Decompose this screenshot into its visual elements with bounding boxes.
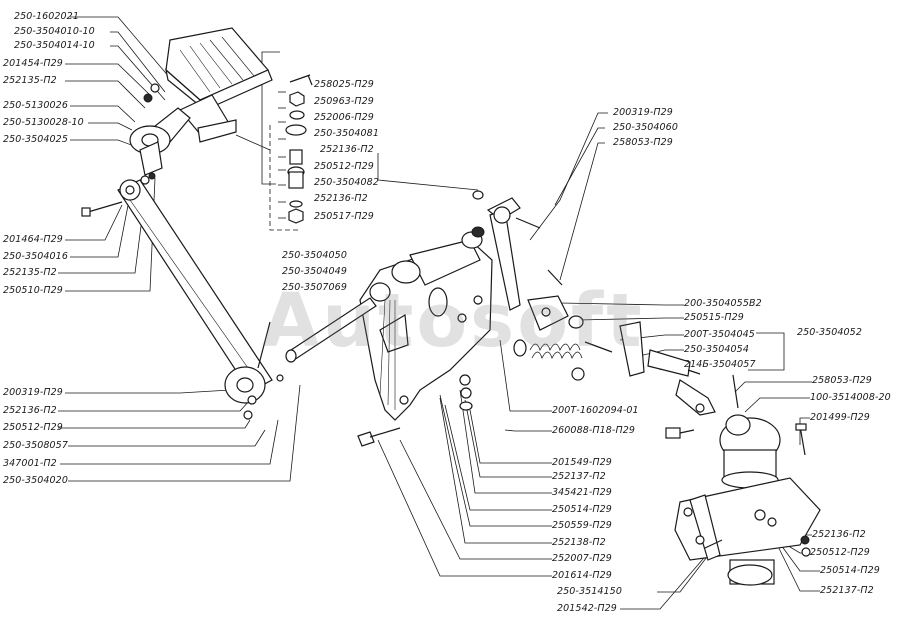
part-label: 258053-П29 bbox=[613, 137, 673, 148]
part-label: 250510-П29 bbox=[3, 285, 63, 296]
leader-lines bbox=[58, 16, 820, 610]
part-label: 252136-П2 bbox=[3, 405, 57, 416]
rear-lever bbox=[471, 190, 563, 311]
part-label: 252136-П2 bbox=[812, 529, 866, 540]
part-label: 260088-П18-П29 bbox=[552, 425, 635, 436]
part-label: 250-3504050 bbox=[282, 250, 347, 261]
part-label: 200-3504055В2 bbox=[684, 298, 762, 309]
part-label: 252135-П2 bbox=[3, 267, 57, 278]
part-label: 100-3514008-20 bbox=[810, 392, 891, 403]
part-label: 252006-П29 bbox=[314, 112, 374, 123]
part-label: 347001-П2 bbox=[3, 458, 57, 469]
pedal-lever bbox=[117, 107, 273, 404]
fork-and-rod bbox=[527, 295, 739, 416]
part-label: 252136-П2 bbox=[320, 144, 374, 155]
part-label: 252137-П2 bbox=[820, 585, 874, 596]
part-label: 252007-П29 bbox=[552, 553, 612, 564]
part-label: 250-3504049 bbox=[282, 266, 347, 277]
part-label: 201499-П29 bbox=[810, 412, 870, 423]
part-label: 250514-П29 bbox=[820, 565, 880, 576]
part-label: 201614-П29 bbox=[552, 570, 612, 581]
part-label: 250-3504060 bbox=[613, 122, 678, 133]
part-label: 250-3508057 bbox=[3, 440, 68, 451]
part-label: 250963-П29 bbox=[314, 96, 374, 107]
part-label: 200Т-1602094-01 bbox=[552, 405, 639, 416]
master-cylinder bbox=[674, 414, 821, 586]
part-label: 250-3504052 bbox=[797, 327, 862, 338]
part-label: 250-1602021 bbox=[14, 11, 79, 22]
part-label: 250512-П29 bbox=[3, 422, 63, 433]
part-label: 258053-П29 bbox=[812, 375, 872, 386]
part-label: 252136-П2 bbox=[314, 193, 368, 204]
part-label: 201549-П29 bbox=[552, 457, 612, 468]
watermark: Autosoft bbox=[262, 278, 645, 364]
part-label: 250-3504010-10 bbox=[14, 26, 95, 37]
part-label: 250-3514150 bbox=[557, 586, 622, 597]
part-label: 250-5130028-10 bbox=[3, 117, 84, 128]
pedal-bracket bbox=[359, 231, 493, 421]
part-label: 345421-П29 bbox=[552, 487, 612, 498]
part-label: 250-3507069 bbox=[282, 282, 347, 293]
pedal-shaft bbox=[285, 297, 377, 363]
part-label: 200319-П29 bbox=[3, 387, 63, 398]
part-label: 250517-П29 bbox=[314, 211, 374, 222]
pin-bolt bbox=[357, 374, 695, 447]
pedal-pad bbox=[165, 27, 273, 143]
part-label: 252135-П2 bbox=[3, 75, 57, 86]
part-label: 201464-П29 bbox=[3, 234, 63, 245]
part-label: 250-3504020 bbox=[3, 475, 68, 486]
part-label: 250512-П29 bbox=[810, 547, 870, 558]
part-label: 250514-П29 bbox=[552, 504, 612, 515]
part-label: 201542-П29 bbox=[557, 603, 617, 614]
part-label: 200319-П29 bbox=[613, 107, 673, 118]
part-label: 252137-П2 bbox=[552, 471, 606, 482]
part-label: 250-5130026 bbox=[3, 100, 68, 111]
part-label: 250515-П29 bbox=[684, 312, 744, 323]
part-label: 250512-П29 bbox=[314, 161, 374, 172]
bolts-left bbox=[81, 83, 284, 420]
return-spring bbox=[513, 339, 585, 381]
part-label: 250-3504082 bbox=[314, 177, 379, 188]
part-label: 201454-П29 bbox=[3, 58, 63, 69]
part-label: 258025-П29 bbox=[314, 79, 374, 90]
part-label: 250559-П29 bbox=[552, 520, 612, 531]
part-label: 214Б-3504057 bbox=[684, 359, 756, 370]
part-label: 250-3504054 bbox=[684, 344, 749, 355]
part-label: 250-3504081 bbox=[314, 128, 379, 139]
part-label: 252138-П2 bbox=[552, 537, 606, 548]
part-label: 250-3504014-10 bbox=[14, 40, 95, 51]
part-label: 200Т-3504045 bbox=[684, 329, 755, 340]
inset-detail bbox=[269, 74, 313, 231]
part-label: 250-3504025 bbox=[3, 134, 68, 145]
part-label: 250-3504016 bbox=[3, 251, 68, 262]
